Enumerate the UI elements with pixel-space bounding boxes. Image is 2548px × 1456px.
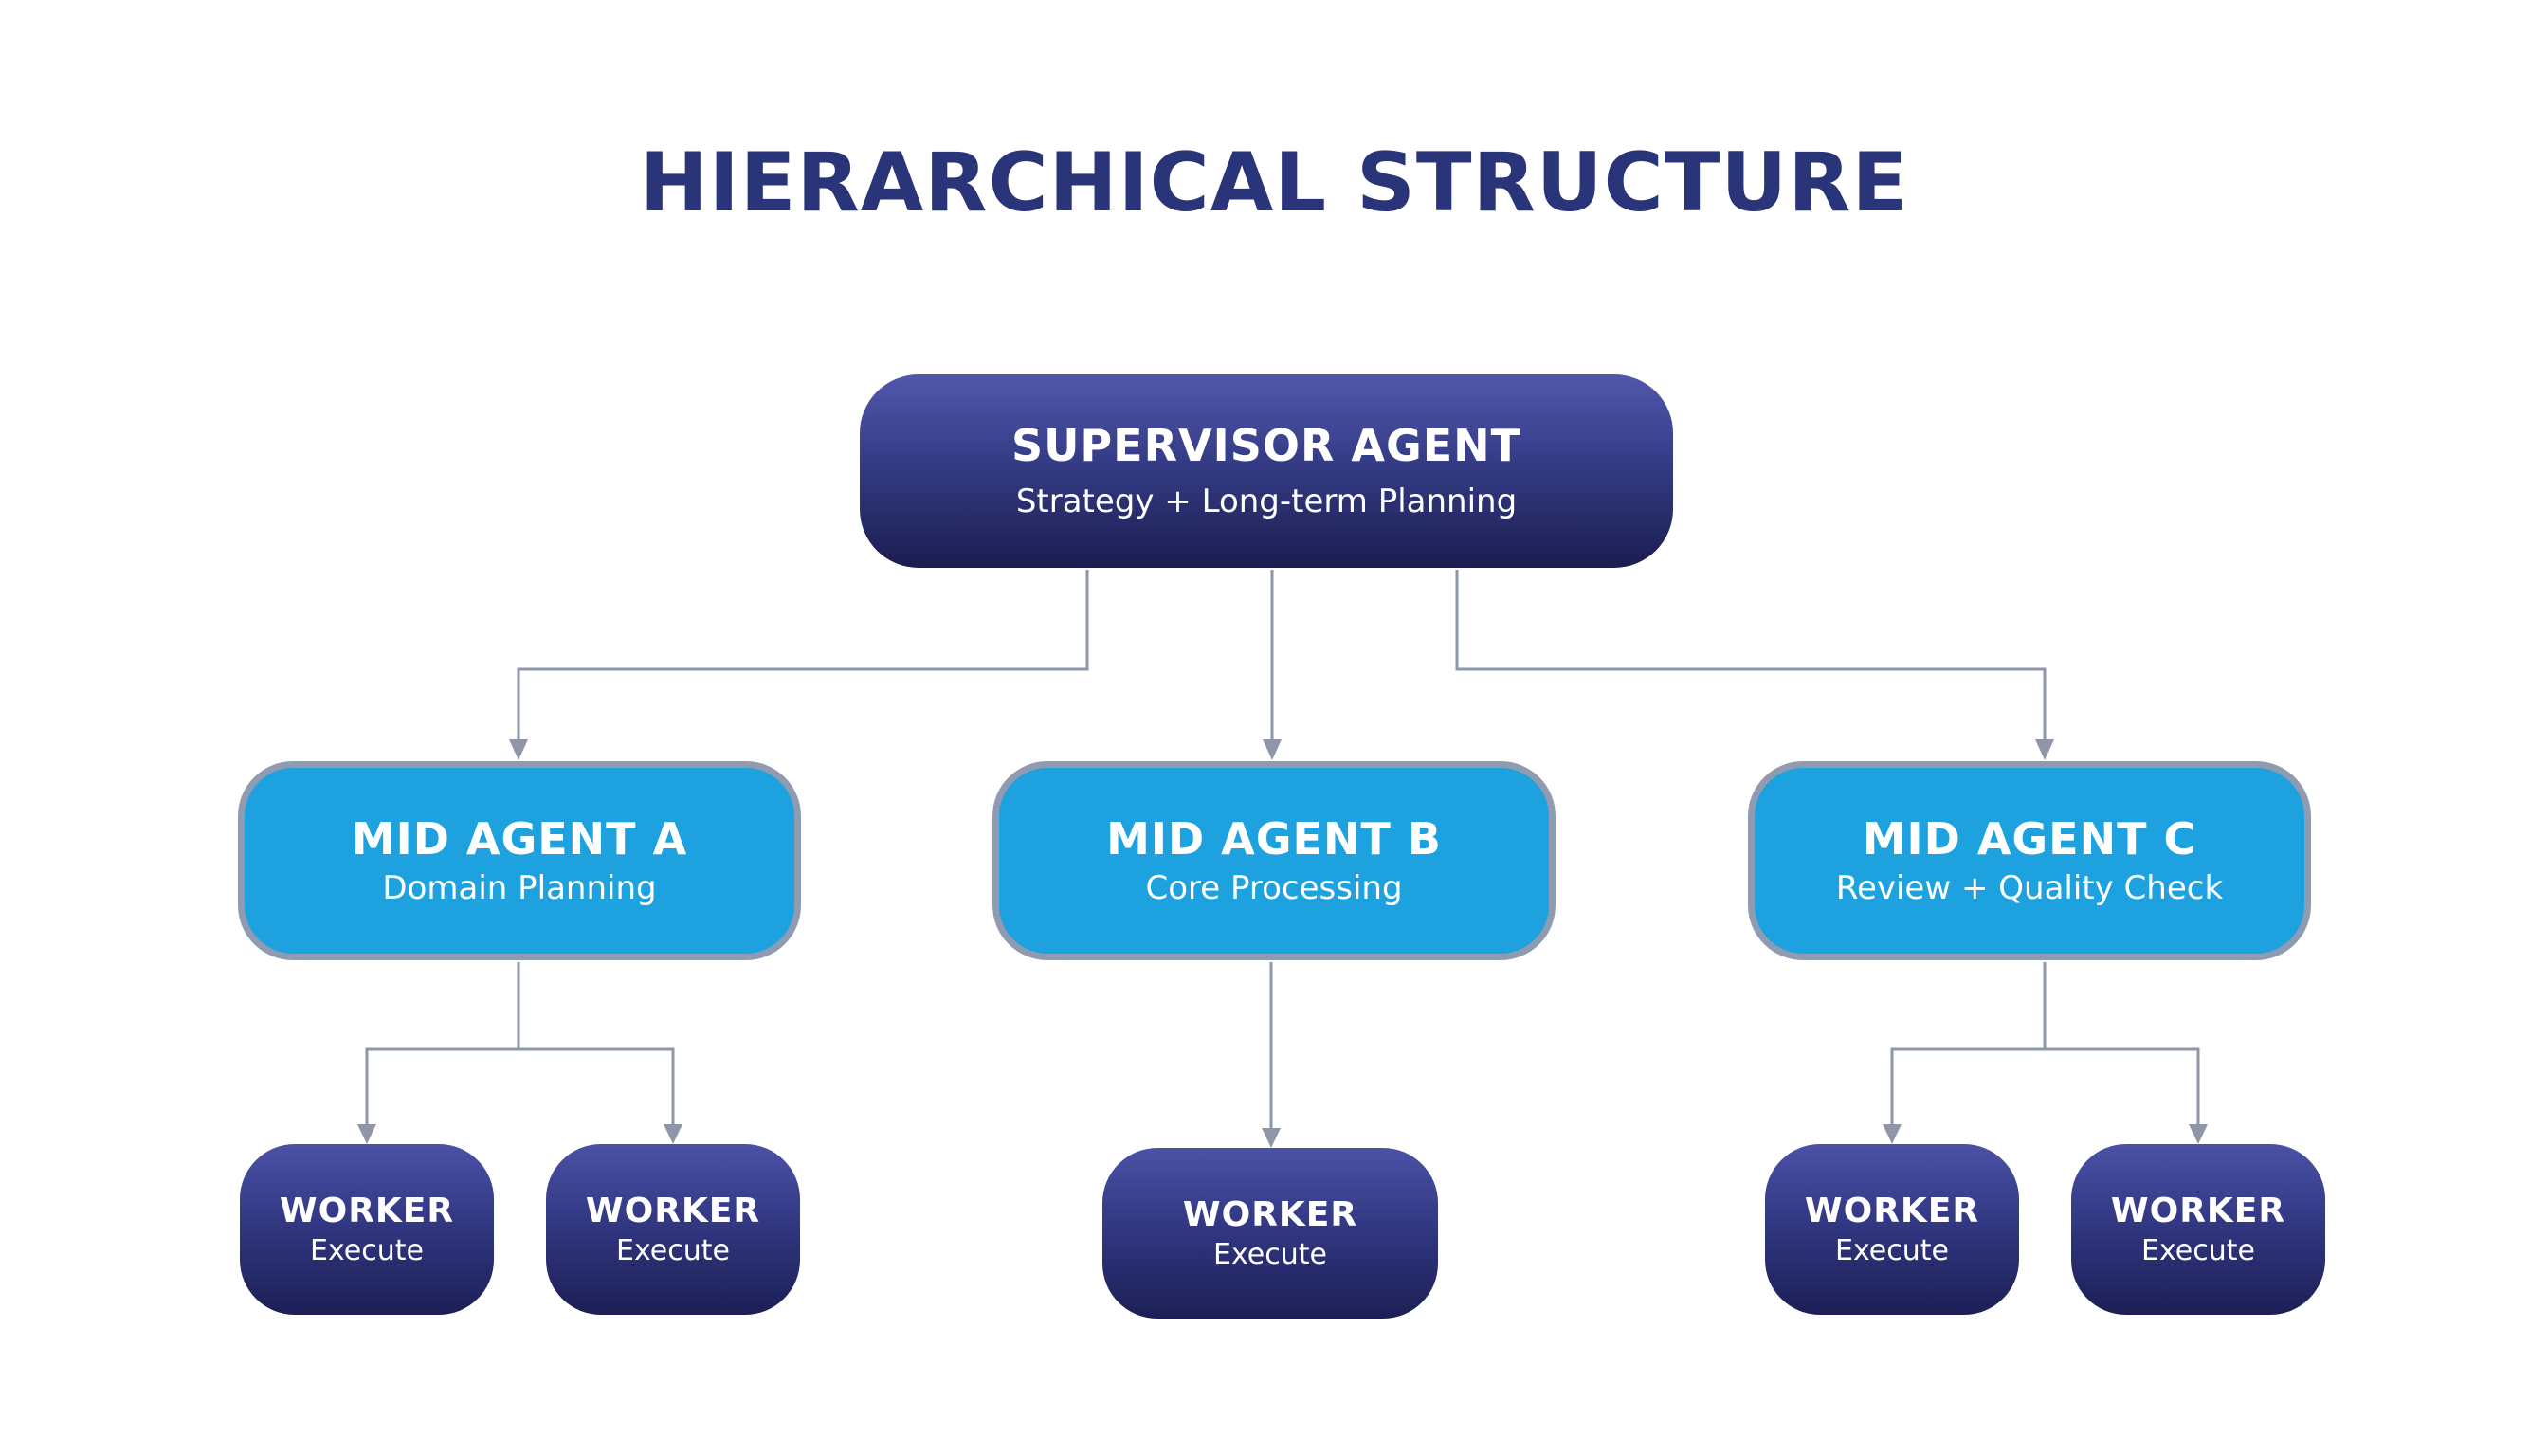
node-subtitle: Execute [2141,1234,2255,1267]
worker-node-2: WORKER Execute [546,1144,800,1315]
node-subtitle: Execute [1835,1234,1949,1267]
connector-mid-a-worker-1 [365,962,520,1126]
worker-node-5: WORKER Execute [2071,1144,2325,1315]
connector-mid-c-worker-4 [1890,962,2047,1126]
node-title: SUPERVISOR AGENT [1010,420,1522,471]
arrowhead [2035,739,2054,760]
node-title: WORKER [1182,1195,1358,1234]
connector-mid-a-worker-2 [519,1047,675,1126]
supervisor-agent-node: SUPERVISOR AGENT Strategy + Long-term Pl… [860,374,1673,568]
page-title: HIERARCHICAL STRUCTURE [639,136,1909,230]
arrowhead [357,1124,376,1144]
worker-node-4: WORKER Execute [1765,1144,2019,1315]
worker-node-3: WORKER Execute [1102,1148,1438,1319]
arrowhead [1262,1128,1281,1148]
node-title: WORKER [585,1192,761,1230]
node-subtitle: Execute [1213,1238,1327,1271]
arrowhead [1263,739,1282,760]
connector-supervisor-mid-c [1455,570,2047,741]
node-subtitle: Strategy + Long-term Planning [1015,482,1518,520]
node-title: MID AGENT B [1106,813,1442,864]
worker-node-1: WORKER Execute [240,1144,494,1315]
node-title: MID AGENT C [1862,813,2197,864]
node-subtitle: Core Processing [1145,869,1403,907]
mid-agent-a-node: MID AGENT A Domain Planning [238,761,801,960]
arrowhead [1883,1124,1902,1144]
node-subtitle: Domain Planning [382,869,657,907]
mid-agent-c-node: MID AGENT C Review + Quality Check [1748,761,2311,960]
node-title: WORKER [279,1192,455,1230]
arrowhead [2189,1124,2208,1144]
node-subtitle: Execute [616,1234,730,1267]
mid-agent-b-node: MID AGENT B Core Processing [992,761,1556,960]
arrowhead [664,1124,682,1144]
node-title: WORKER [2110,1192,2286,1230]
node-subtitle: Review + Quality Check [1835,869,2224,907]
node-title: MID AGENT A [351,813,688,864]
node-title: WORKER [1804,1192,1980,1230]
connector-mid-c-worker-5 [2045,1047,2200,1126]
node-subtitle: Execute [310,1234,424,1267]
connector-supervisor-mid-a [517,570,1089,741]
arrowhead [509,739,528,760]
